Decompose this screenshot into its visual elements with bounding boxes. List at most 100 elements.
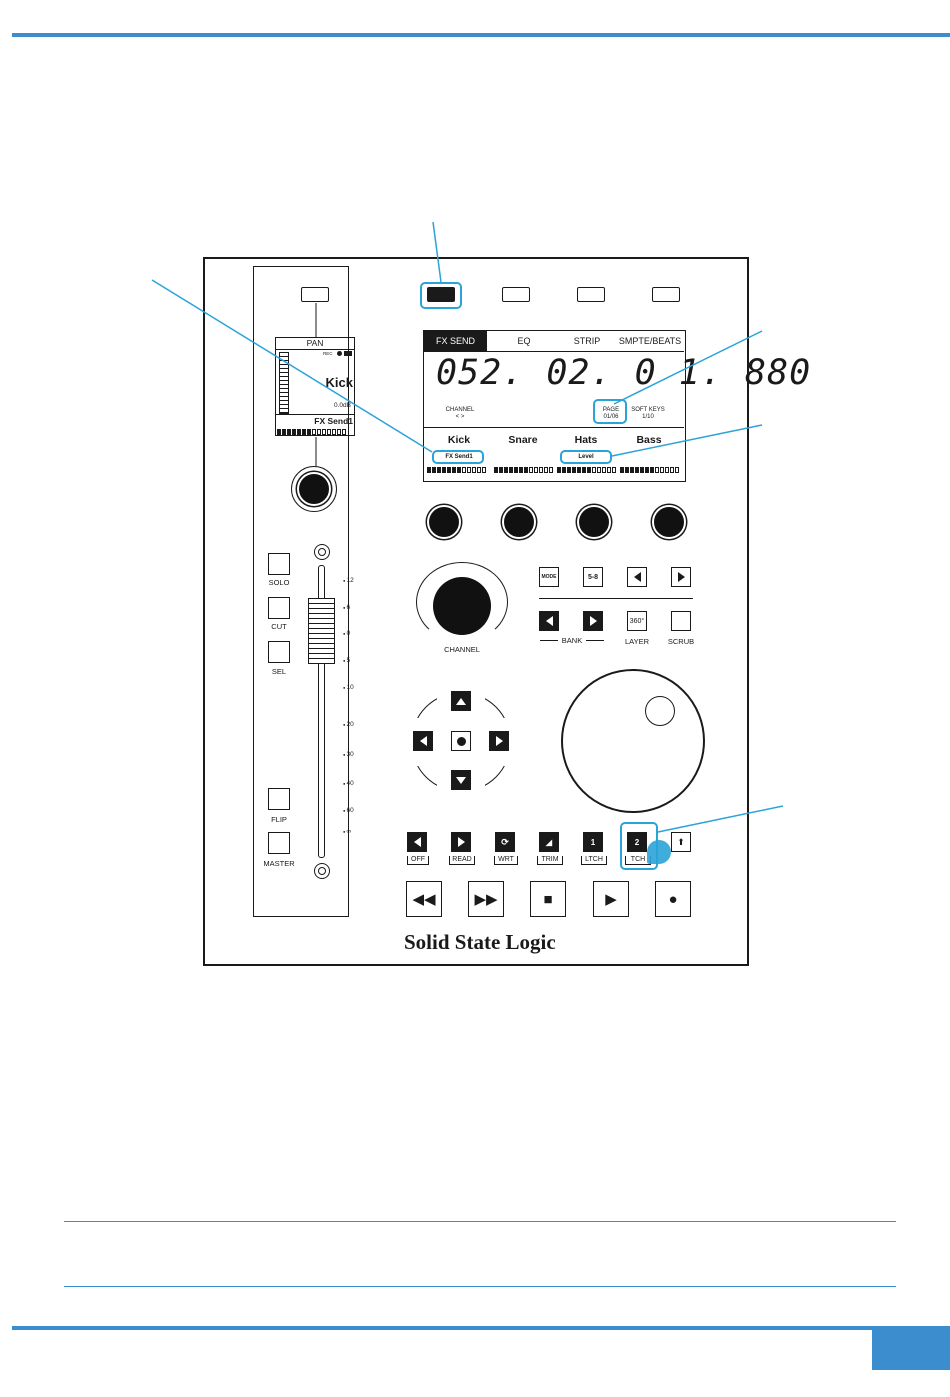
dot-icon bbox=[456, 736, 466, 746]
left-arrow-icon bbox=[633, 572, 641, 582]
tab-strip[interactable]: STRIP bbox=[573, 336, 601, 346]
bank-right-button[interactable] bbox=[583, 611, 603, 631]
fader-cap[interactable] bbox=[308, 598, 335, 664]
record-button[interactable]: ● bbox=[655, 881, 691, 917]
fader-scale-mark: 30 bbox=[343, 751, 354, 758]
page-number-tab bbox=[872, 1326, 950, 1370]
auto-trim-label: TRIM bbox=[537, 856, 563, 865]
tab-fx-send[interactable]: FX SEND bbox=[424, 331, 487, 351]
channel-meter-3 bbox=[557, 467, 616, 473]
strip-display: PAN REC Kick 0.0dB FX Send1 bbox=[275, 337, 355, 437]
page-value: 01/06 bbox=[603, 414, 619, 420]
bank-left-button[interactable] bbox=[539, 611, 559, 631]
encoder-2[interactable] bbox=[502, 505, 536, 539]
fast-forward-button[interactable]: ▶▶ bbox=[468, 881, 504, 917]
scrub-label: SCRUB bbox=[667, 637, 695, 646]
auto-off-button[interactable] bbox=[407, 832, 427, 852]
tab-eq[interactable]: EQ bbox=[517, 336, 531, 346]
encoder-4[interactable] bbox=[652, 505, 686, 539]
channel-name-4: Bass bbox=[636, 434, 662, 446]
flip-button[interactable] bbox=[268, 788, 290, 810]
prev-button[interactable] bbox=[627, 567, 647, 587]
page-label: PAGE bbox=[602, 407, 620, 413]
play-button[interactable]: ▶ bbox=[593, 881, 629, 917]
strip-track-name: Kick bbox=[325, 375, 353, 390]
layer-button[interactable]: 360° bbox=[627, 611, 647, 631]
down-button[interactable] bbox=[451, 770, 471, 790]
soft-key-2[interactable] bbox=[502, 287, 530, 302]
right-arrow-icon bbox=[457, 837, 465, 847]
solo-button[interactable] bbox=[268, 553, 290, 575]
auto-off-label: OFF bbox=[407, 856, 429, 865]
left-arrow-icon bbox=[545, 616, 553, 626]
bank-label: BANK bbox=[558, 636, 586, 645]
loop-icon: ⟳ bbox=[501, 836, 509, 847]
five-eight-button[interactable]: 5-8 bbox=[583, 567, 603, 587]
cut-button[interactable] bbox=[268, 597, 290, 619]
auto-trim-button[interactable]: ◢ bbox=[539, 832, 559, 852]
tab-smpte-beats[interactable]: SMPTE/BEATS bbox=[618, 336, 682, 346]
auto-read-label: READ bbox=[449, 856, 475, 865]
layer-label: LAYER bbox=[624, 637, 650, 646]
soft-key-1[interactable] bbox=[427, 287, 455, 302]
channel-knob[interactable] bbox=[433, 577, 491, 635]
strip-level: 0.0dB bbox=[334, 402, 351, 409]
up-arrow-icon bbox=[456, 697, 466, 705]
strip-send-name: FX Send1 bbox=[314, 416, 353, 426]
rewind-button[interactable]: ◀◀ bbox=[406, 881, 442, 917]
sel-button[interactable] bbox=[268, 641, 290, 663]
stop-icon: ■ bbox=[543, 890, 553, 908]
fader-bottom-screw-icon bbox=[314, 863, 330, 879]
fader-scale-mark: ∞ bbox=[343, 828, 352, 835]
encoder-3[interactable] bbox=[577, 505, 611, 539]
solo-label: SOLO bbox=[268, 578, 290, 587]
rec-dot-icon bbox=[337, 351, 342, 356]
master-button[interactable] bbox=[268, 832, 290, 854]
param-label-left: FX Send1 bbox=[445, 454, 473, 460]
shift-button[interactable]: ⬆ bbox=[671, 832, 691, 852]
channel-nav-arrows: < > bbox=[455, 414, 465, 420]
strip-pan-knob[interactable] bbox=[297, 472, 331, 506]
next-button[interactable] bbox=[671, 567, 691, 587]
auto-latch-label: LTCH bbox=[581, 856, 607, 865]
left-button[interactable] bbox=[413, 731, 433, 751]
fader-scale-mark: 12 bbox=[343, 577, 354, 584]
auto-touch-button[interactable]: 2 bbox=[627, 832, 647, 852]
auto-latch-button[interactable]: 1 bbox=[583, 832, 603, 852]
channel-strip bbox=[253, 266, 349, 917]
channel-meter-4 bbox=[620, 467, 679, 473]
strip-knob-ring bbox=[291, 466, 337, 512]
fader-scale-mark: 0 bbox=[343, 630, 351, 637]
stop-button[interactable]: ■ bbox=[530, 881, 566, 917]
right-arrow-icon bbox=[495, 736, 503, 746]
trim-icon: ◢ bbox=[545, 837, 553, 847]
auto-read-button[interactable] bbox=[451, 832, 471, 852]
center-button[interactable] bbox=[451, 731, 471, 751]
left-arrow-icon bbox=[419, 736, 427, 746]
scrub-button[interactable] bbox=[671, 611, 691, 631]
mode-button[interactable]: MODE bbox=[539, 567, 559, 587]
fader-scale-mark: 5 bbox=[343, 657, 351, 664]
soft-key-3[interactable] bbox=[577, 287, 605, 302]
fader-scale-mark: 10 bbox=[343, 684, 354, 691]
rewind-icon: ◀◀ bbox=[412, 891, 436, 908]
divider-lower bbox=[64, 1286, 896, 1287]
jog-wheel[interactable] bbox=[561, 669, 705, 813]
strip-mini-meter bbox=[279, 352, 289, 414]
strip-soft-key[interactable] bbox=[301, 287, 329, 302]
timecode-readout: 052. 02. 0 1. 880 bbox=[436, 353, 812, 393]
right-button[interactable] bbox=[489, 731, 509, 751]
callout-highlight bbox=[560, 450, 612, 464]
encoder-1[interactable] bbox=[427, 505, 461, 539]
auto-write-button[interactable]: ⟳ bbox=[495, 832, 515, 852]
channel-name-3: Hats bbox=[574, 434, 598, 446]
softkeys-label: SOFT KEYS bbox=[631, 407, 665, 413]
jog-finger-dimple bbox=[645, 696, 675, 726]
up-button[interactable] bbox=[451, 691, 471, 711]
fast-forward-icon: ▶▶ bbox=[474, 891, 498, 908]
soft-key-4[interactable] bbox=[652, 287, 680, 302]
record-icon: ● bbox=[668, 890, 678, 908]
play-icon: ▶ bbox=[605, 891, 617, 908]
fader-scale-mark: 6 bbox=[343, 604, 351, 611]
fader-scale-mark: 40 bbox=[343, 780, 354, 787]
